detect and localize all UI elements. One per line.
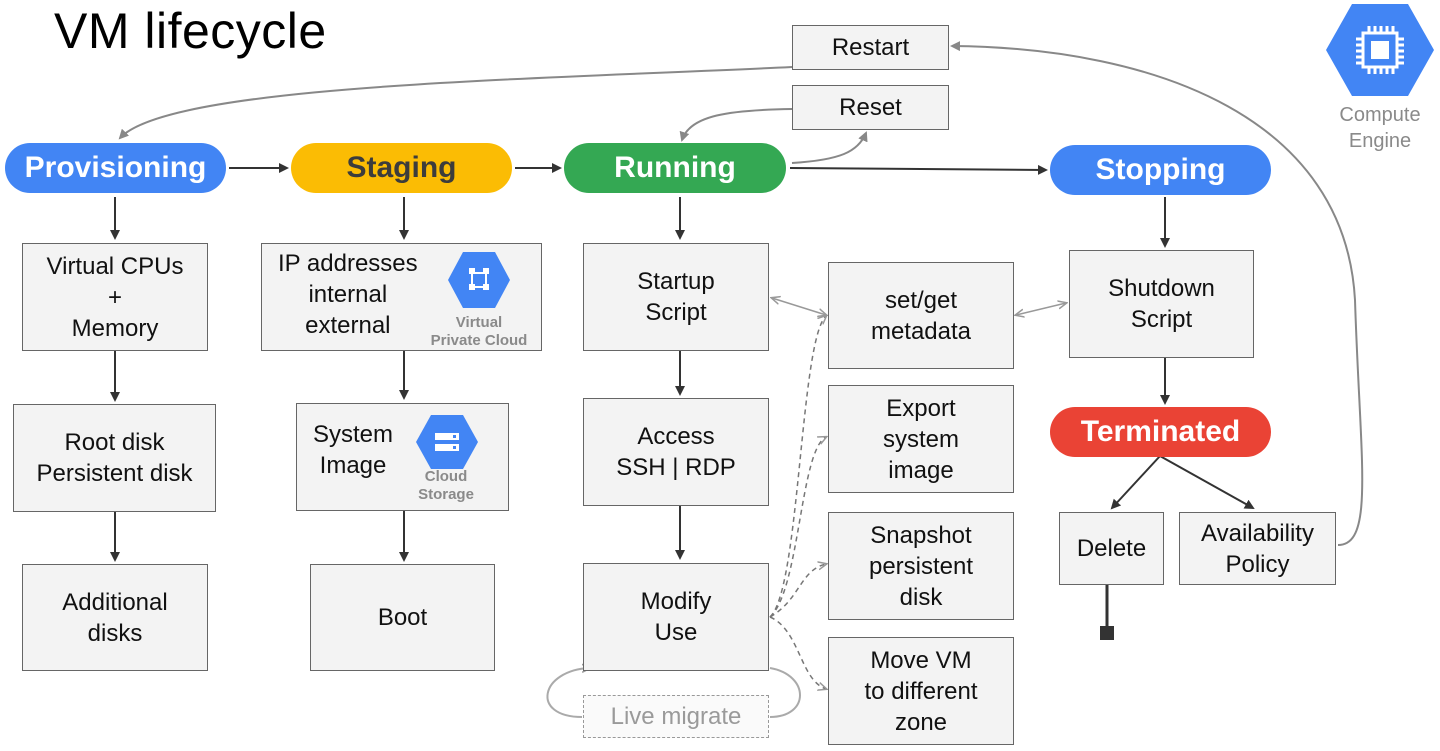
boot-label: Boot — [377, 604, 428, 631]
restart-box: Restart — [792, 25, 949, 70]
root-disk-box: Root disk Persistent disk — [13, 404, 216, 512]
live-migrate-box: Live migrate — [583, 695, 769, 738]
arrow-reset-running — [679, 108, 793, 142]
state-staging: Staging — [291, 143, 512, 193]
state-stopping: Stopping — [1050, 145, 1271, 195]
move-vm-label: Move VM to different zone — [864, 646, 978, 736]
export-image-label: Export system image — [882, 394, 959, 484]
modify-use-label: Modify Use — [640, 588, 712, 646]
reset-label: Reset — [839, 94, 902, 121]
system-image-box: System Image — [296, 403, 509, 511]
page-title: VM lifecycle — [54, 3, 327, 59]
storage-label: Cloud Storage — [418, 468, 474, 503]
additional-disks-label: Additional disks — [62, 588, 168, 647]
state-provisioning: Provisioning — [5, 143, 226, 193]
shutdown-script-box: Shutdown Script — [1069, 250, 1254, 358]
compute-engine-chip-icon — [1326, 4, 1434, 96]
arrow-running-reset — [791, 131, 868, 164]
state-terminated: Terminated — [1050, 407, 1271, 457]
cloud-storage-icon — [416, 415, 478, 469]
arrow-restart-provisioning — [118, 66, 793, 140]
restart-label: Restart — [831, 34, 910, 61]
export-image-box: Export system image — [828, 385, 1014, 493]
ip-addresses-label: IP addresses internal external — [278, 249, 418, 339]
startup-script-label: Startup Script — [637, 268, 715, 326]
vcpu-memory-box: Virtual CPUs + Memory — [22, 243, 208, 351]
reset-box: Reset — [792, 85, 949, 130]
state-running: Running — [564, 143, 786, 193]
delete-box: Delete — [1059, 512, 1164, 585]
boot-box: Boot — [310, 564, 495, 671]
snapshot-box: Snapshot persistent disk — [828, 512, 1014, 620]
vcpu-memory-label: Virtual CPUs + Memory — [46, 252, 184, 342]
compute-engine-label: Compute Engine — [1339, 104, 1421, 152]
availability-policy-box: Availability Policy — [1179, 512, 1336, 585]
access-label: Access SSH | RDP — [616, 423, 736, 481]
access-box: Access SSH | RDP — [583, 398, 769, 506]
metadata-label: set/get metadata — [870, 286, 972, 345]
startup-script-box: Startup Script — [583, 243, 769, 351]
root-disk-label: Root disk Persistent disk — [36, 429, 193, 487]
availability-policy-label: Availability Policy — [1201, 519, 1314, 578]
additional-disks-box: Additional disks — [22, 564, 208, 671]
modify-use-box: Modify Use — [583, 563, 769, 671]
snapshot-label: Snapshot persistent disk — [868, 521, 974, 611]
arrow-availability-restart — [950, 41, 1364, 546]
vpc-network-icon — [448, 252, 510, 308]
metadata-box: set/get metadata — [828, 262, 1014, 369]
arrow-running-stopping — [789, 164, 1048, 175]
move-vm-box: Move VM to different zone — [828, 637, 1014, 745]
live-migrate-label: Live migrate — [610, 703, 742, 730]
delete-label: Delete — [1076, 535, 1147, 562]
vpc-label: Virtual Private Cloud — [430, 314, 528, 349]
shutdown-script-label: Shutdown Script — [1108, 275, 1215, 333]
system-image-label: System Image — [313, 421, 394, 479]
